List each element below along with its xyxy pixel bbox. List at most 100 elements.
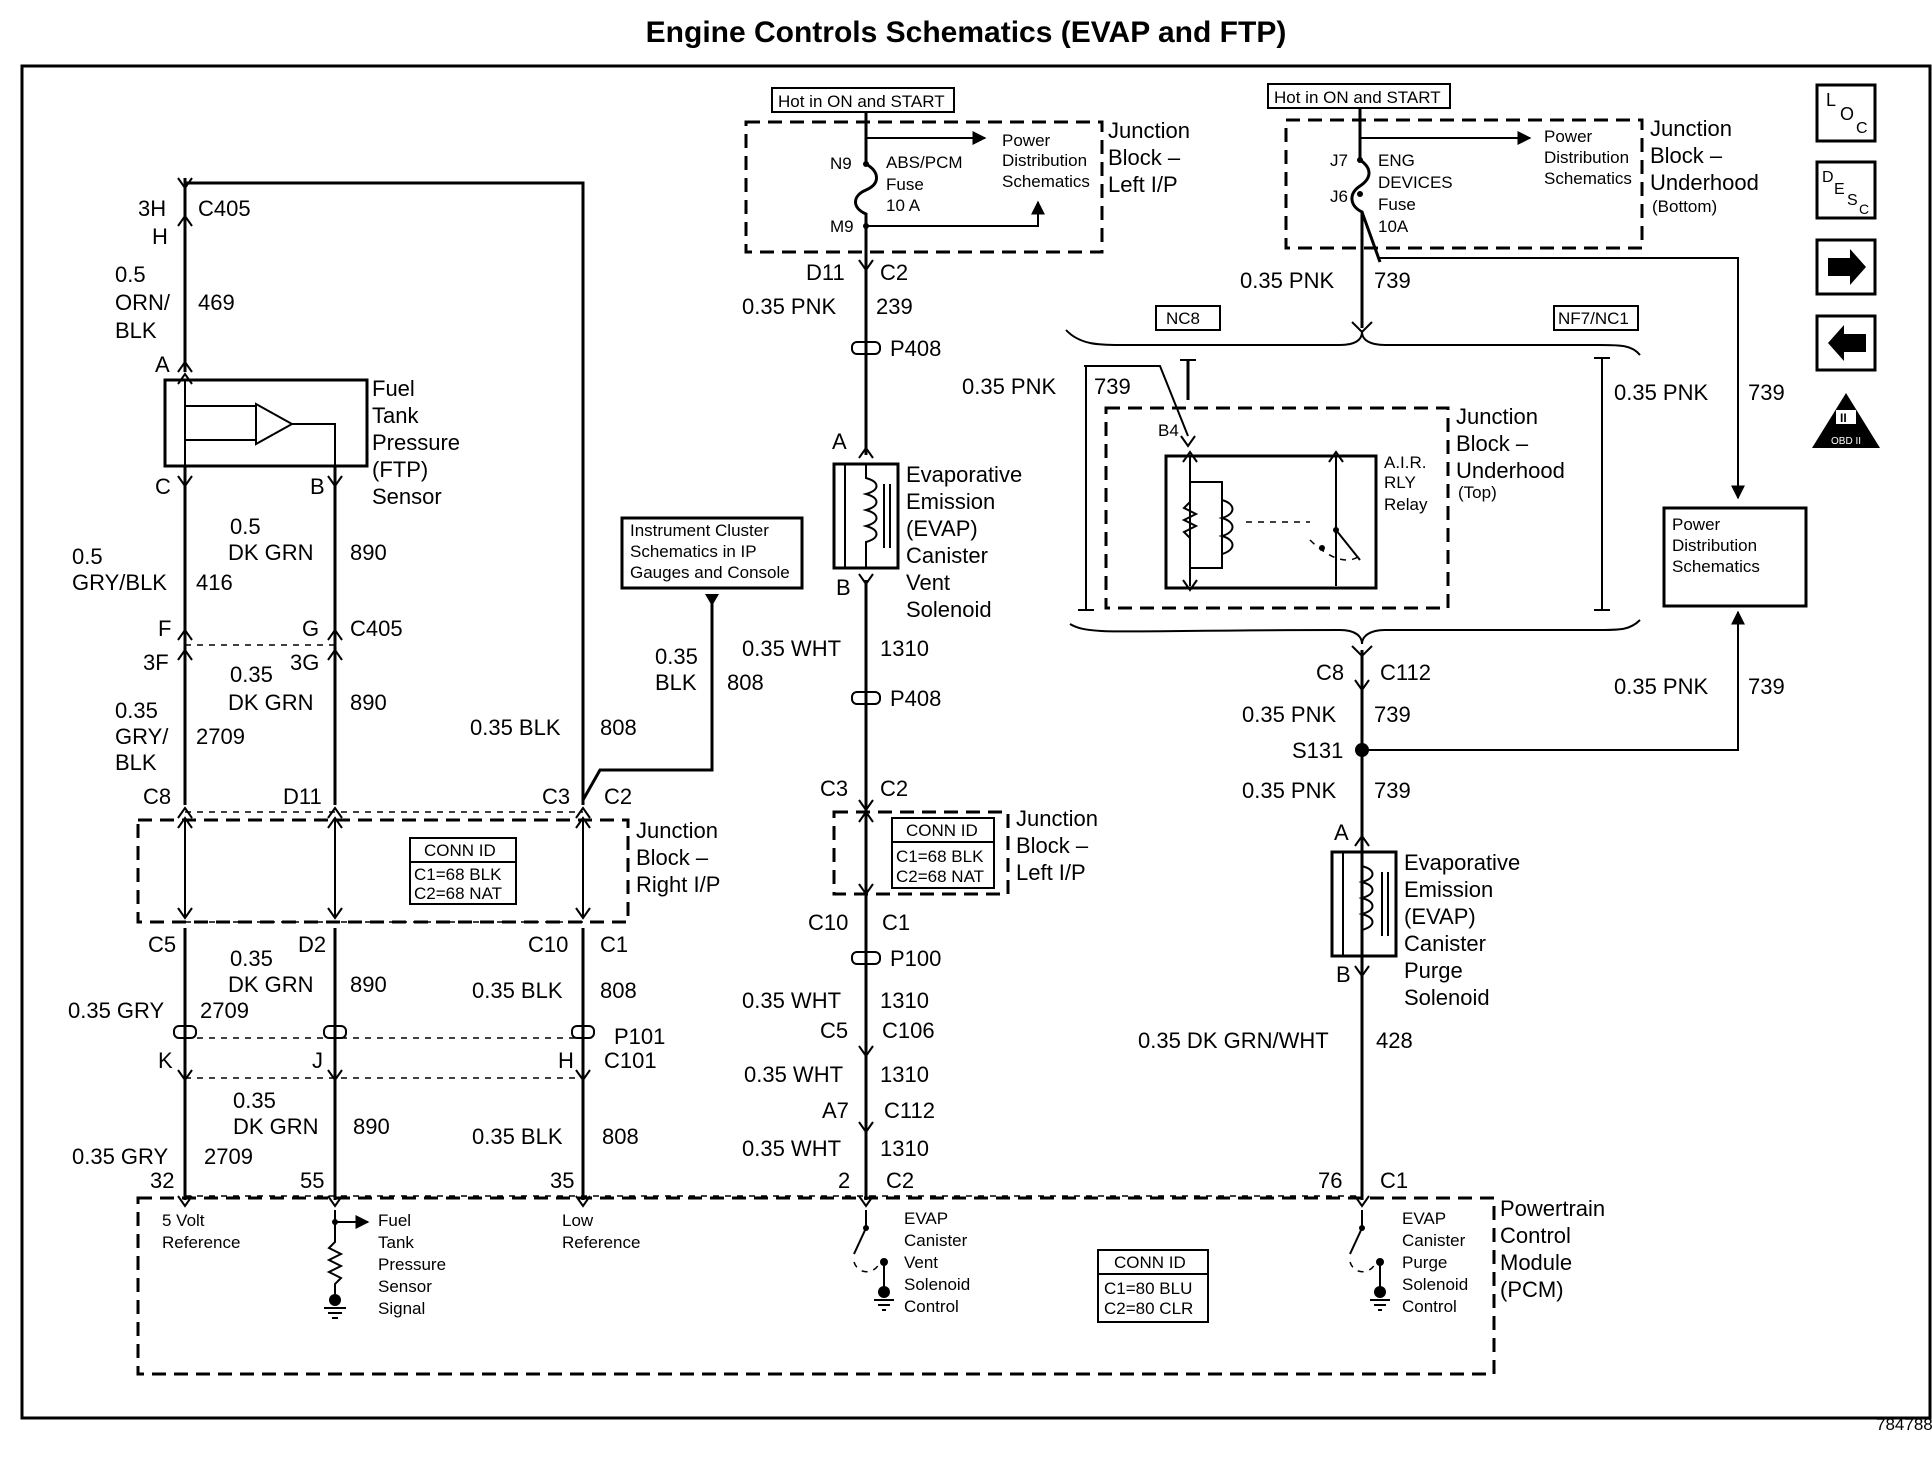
pds-reference[interactable]: Distribution	[1002, 151, 1087, 170]
conn-id-box: CONN ID C1=68 BLK C2=68 NAT	[409, 837, 517, 905]
component-label: (EVAP)	[1404, 904, 1476, 929]
wire-label: 0.35 GRY	[72, 1144, 169, 1169]
pin-label: B	[310, 474, 325, 499]
wire-color: BLK	[115, 750, 157, 775]
wire-label: 0.35 BLK	[472, 978, 563, 1003]
fuse-label: Fuse	[886, 175, 924, 194]
connector-label: C405	[198, 196, 251, 221]
pcm-label: Powertrain	[1500, 1196, 1605, 1221]
svg-text:C: C	[1859, 201, 1869, 217]
circuit-number: 1310	[880, 988, 929, 1013]
connector-label: C10	[528, 932, 568, 957]
connector-label: C10	[808, 910, 848, 935]
svg-text:NF7/NC1: NF7/NC1	[1558, 309, 1629, 328]
junction-block-label: Junction	[1456, 404, 1538, 429]
inline-connector-p408	[851, 341, 881, 355]
pcm-pin-function: Solenoid	[904, 1275, 970, 1294]
junction-block-label: Block –	[1650, 143, 1723, 168]
inline-connector-p101	[173, 1025, 595, 1039]
pin-label: A	[155, 352, 170, 377]
circuit-number: 469	[198, 290, 235, 315]
forward-arrow-icon[interactable]	[1815, 238, 1877, 296]
circuit-number: 739	[1748, 380, 1785, 405]
obd-ii-icon[interactable]: II OBD II	[1812, 393, 1880, 448]
pin-label: J	[312, 1048, 323, 1073]
svg-text:Distribution: Distribution	[1672, 536, 1757, 555]
pds-reference[interactable]: Power	[1544, 127, 1593, 146]
svg-text:Schematics: Schematics	[1672, 557, 1760, 576]
connector-label: H	[152, 224, 168, 249]
desc-icon[interactable]: D E S C	[1815, 160, 1877, 220]
pin-label: N9	[830, 154, 852, 173]
connector-label: C1	[1380, 1168, 1408, 1193]
pds-reference-box[interactable]: Power Distribution Schematics	[1662, 506, 1808, 608]
connector-label: D2	[298, 932, 326, 957]
wire-label: 0.35 PNK	[1614, 674, 1708, 699]
back-arrow-icon[interactable]	[1815, 314, 1877, 372]
circuit-number: 428	[1376, 1028, 1413, 1053]
circuit-number: 2709	[204, 1144, 253, 1169]
junction-block-label: Left I/P	[1108, 172, 1178, 197]
connector-label: A7	[822, 1098, 849, 1123]
junction-block-label: Right I/P	[636, 872, 720, 897]
junction-block-label: Block –	[1456, 431, 1529, 456]
pds-reference[interactable]: Schematics	[1002, 172, 1090, 191]
svg-text:S: S	[1847, 192, 1858, 209]
component-label: (EVAP)	[906, 516, 978, 541]
connector-label: C106	[882, 1018, 935, 1043]
pin-label: F	[158, 616, 171, 641]
figure-id: 784788	[1876, 1415, 1932, 1434]
component-label: Pressure	[372, 430, 460, 455]
pcm-pin-function: Pressure	[378, 1255, 446, 1274]
connector-label: C8	[1316, 660, 1344, 685]
junction-block-label: Left I/P	[1016, 860, 1086, 885]
circuit-number: 416	[196, 570, 233, 595]
wire-size: 0.5	[115, 262, 146, 287]
pcm-pin-function: Solenoid	[1402, 1275, 1468, 1294]
connector-label: C101	[604, 1048, 657, 1073]
relay-label: A.I.R.	[1384, 453, 1427, 472]
junction-block-label: Underhood	[1650, 170, 1759, 195]
hot-in-on-start-label: Hot in ON and START	[1267, 83, 1451, 109]
loc-icon[interactable]: L O C	[1815, 83, 1877, 143]
pcm-pin-function: Vent	[904, 1253, 938, 1272]
instrument-cluster-reference[interactable]: Instrument Cluster Schematics in IP Gaug…	[620, 516, 804, 590]
pcm-pin-function: Sensor	[378, 1277, 432, 1296]
svg-text:C2=80 CLR: C2=80 CLR	[1104, 1299, 1193, 1318]
relay-label: RLY	[1384, 473, 1416, 492]
wire-label: 0.35 PNK	[742, 294, 836, 319]
pcm-pin-function: Control	[904, 1297, 959, 1316]
page-title: Engine Controls Schematics (EVAP and FTP…	[645, 16, 1287, 49]
pcm-pin-function: EVAP	[1402, 1209, 1446, 1228]
pcm-module	[136, 1196, 1496, 1376]
pds-reference[interactable]: Power	[1002, 131, 1051, 150]
pds-reference[interactable]: Schematics	[1544, 169, 1632, 188]
evap-purge-solenoid	[1330, 850, 1398, 978]
circuit-number: 2709	[196, 724, 245, 749]
junction-block-underhood-top	[1104, 406, 1450, 610]
component-label: Purge	[1404, 958, 1463, 983]
circuit-number: 739	[1374, 268, 1411, 293]
connector-label: 3H	[138, 196, 166, 221]
wire-color: GRY/BLK	[72, 570, 167, 595]
wire-color: BLK	[655, 670, 697, 695]
pin-label: A	[832, 429, 847, 454]
junction-block-underhood-fuse	[1284, 118, 1644, 250]
pcm-pin-function: Low	[562, 1211, 594, 1230]
connector-label: C5	[148, 932, 176, 957]
circuit-number: 1310	[880, 1136, 929, 1161]
svg-text:OBD II: OBD II	[1831, 436, 1861, 447]
connector-label: D11	[283, 784, 322, 809]
page-frame	[20, 64, 1932, 1420]
pds-reference[interactable]: Distribution	[1544, 148, 1629, 167]
connector-label: C3	[542, 784, 570, 809]
circuit-number: 808	[600, 978, 637, 1003]
svg-text:CONN ID: CONN ID	[1114, 1253, 1186, 1272]
wire-color: DK GRN	[228, 540, 314, 565]
pcm-pin-function: Reference	[162, 1233, 240, 1252]
pin-label: 76	[1318, 1168, 1342, 1193]
wire-color: DK GRN	[228, 690, 314, 715]
component-label: Evaporative	[1404, 850, 1520, 875]
svg-text:Gauges and Console: Gauges and Console	[630, 563, 790, 582]
